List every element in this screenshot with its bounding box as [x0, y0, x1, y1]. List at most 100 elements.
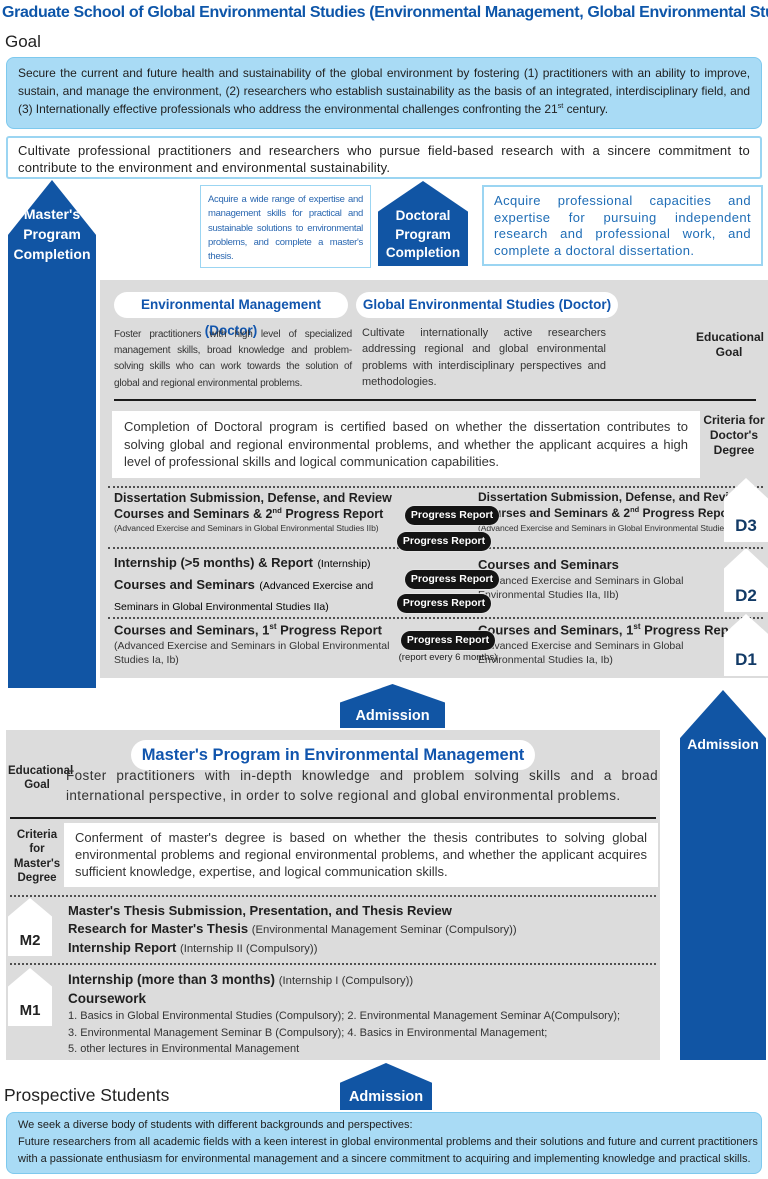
d3-left-subtitle: Courses and Seminars & 2nd Progress Repo… [114, 506, 392, 522]
report-frequency-note: (report every 6 months) [398, 652, 498, 663]
masters-divider-line [10, 817, 656, 819]
d2-level-label: D2 [735, 586, 757, 605]
masters-program-completion-arrow: Master's Program Completion [8, 180, 96, 688]
prospective-line3: with a passionate enthusiasm for environ… [18, 1153, 751, 1166]
d1-left-title-sup: st [269, 622, 277, 631]
d1-left-title: Courses and Seminars, 1st Progress Repor… [114, 622, 398, 639]
m1-line1: Internship (more than 3 months) (Interns… [68, 970, 656, 989]
goal-heading: Goal [5, 32, 41, 51]
prospective-students-box: We seek a diverse body of students with … [6, 1112, 762, 1174]
environmental-management-doctor-pill: Environmental Management (Doctor) [114, 292, 348, 338]
d3-left-subtitle-pre: Courses and Seminars & 2 [114, 507, 273, 522]
progress-report-badge: Progress Report [405, 570, 499, 589]
d1-right-title-pre: Courses and Seminars, 1 [478, 622, 634, 638]
prospective-line2: Future researchers from all academic fie… [18, 1136, 758, 1149]
masters-educational-goal-label: Educational Goal [8, 765, 74, 792]
d3-left-course-note: (Advanced Exercise and Seminars in Globa… [114, 523, 379, 534]
prospective-students-heading: Prospective Students [4, 1085, 170, 1105]
d2-left-line1: Internship (>5 months) & Report (Interns… [114, 553, 398, 574]
progress-report-badge: Progress Report [401, 631, 495, 650]
d2-left-item: Internship (>5 months) & Report (Interns… [114, 553, 398, 616]
masters-criteria-box: Conferment of master's degree is based o… [64, 823, 658, 887]
m1-course-line1: 1. Basics in Global Environmental Studie… [68, 1010, 621, 1023]
d3-left-item: Dissertation Submission, Defense, and Re… [114, 490, 392, 533]
progress-report-badge: Progress Report [397, 532, 491, 551]
prospective-line1: We seek a diverse body of students with … [18, 1119, 413, 1131]
doctor-degree-criteria-label: Criteria for Doctor's Degree [703, 413, 765, 457]
masters-program-panel: Master's Program in Environmental Manage… [6, 730, 660, 1060]
d2-left-line2-bold: Courses and Seminars [114, 576, 255, 592]
d1-right-title-sup: st [633, 622, 641, 631]
goal-statement-end: century. [563, 102, 608, 117]
m2-line2-note: (Environmental Management Seminar (Compu… [251, 924, 517, 937]
masters-separator-2 [10, 963, 656, 965]
masters-separator-1 [10, 895, 656, 897]
ges-doctor-goal-text: Cultivate internationally active researc… [362, 327, 606, 388]
doctoral-divider-line [114, 399, 756, 401]
doctoral-program-completion-arrow: Doctoral Program Completion [378, 181, 468, 266]
doctoral-program-panel: Environmental Management (Doctor) Global… [100, 280, 768, 678]
goal-statement-box: Secure the current and future health and… [6, 57, 762, 129]
m2-line2: Research for Master's Thesis (Environmen… [68, 920, 656, 938]
em-doctor-goal-text: Foster practitioners with high level of … [114, 329, 352, 389]
doctoral-separator-3 [108, 617, 763, 619]
d1-left-course-note: (Advanced Exercise and Seminars in Globa… [114, 639, 390, 667]
d3-right-course-note: (Advanced Exercise and Seminars in Globa… [478, 522, 756, 533]
m2-line3: Internship Report (Internship II (Compul… [68, 939, 656, 957]
d3-right-subtitle-post: Progress Report [639, 506, 737, 521]
admission-arrow-doctoral: Admission [340, 684, 445, 728]
d3-right-subtitle-pre: Courses and Seminars & 2 [478, 506, 631, 521]
m1-line1-note: (Internship I (Compulsory)) [278, 975, 414, 987]
m1-course-line2: 3. Environmental Management Seminar B (C… [68, 1026, 548, 1039]
m1-line1-bold: Internship (more than 3 months) [68, 972, 276, 987]
d3-left-subtitle-post: Progress Report [281, 507, 384, 522]
goal-superscript: st [557, 101, 564, 111]
doctoral-separator-1 [108, 486, 763, 488]
d3-left-title: Dissertation Submission, Defense, and Re… [114, 491, 392, 505]
d2-left-line1-bold: Internship (>5 months) & Report [114, 555, 313, 570]
d2-left-line1-note: (Internship) [317, 558, 371, 570]
m1-line2: Coursework [68, 991, 147, 1007]
d2-right-item: Courses and Seminars (Advanced Exercise … [478, 557, 728, 602]
d3-right-subtitle: Courses and Seminars & 2nd Progress Repo… [478, 505, 750, 521]
d2-right-course-note: (Advanced Exercise and Seminars in Globa… [478, 574, 684, 601]
m1-level-label: M1 [19, 1002, 41, 1019]
d2-left-line2-note: (Advanced Exercise and Seminars in Globa… [114, 579, 374, 613]
d3-right-subtitle-sup: nd [630, 505, 640, 515]
d1-level-label: D1 [735, 650, 757, 669]
masters-completion-description: Acquire a wide range of expertise and ma… [200, 185, 371, 268]
m2-line2-bold: Research for Master's Thesis [68, 921, 249, 937]
d1-left-title-post: Progress Report [276, 622, 382, 638]
m1-item: Internship (more than 3 months) (Interns… [68, 970, 656, 1058]
m2-level-label: M2 [19, 932, 41, 949]
cultivate-statement-box: Cultivate professional practitioners and… [6, 136, 762, 179]
m2-line3-note: (Internship II (Compulsory)) [179, 942, 318, 955]
d1-left-title-pre: Courses and Seminars, 1 [114, 622, 270, 638]
d2-left-line2: Courses and Seminars (Advanced Exercise … [114, 574, 398, 616]
doctor-degree-criteria-box: Completion of Doctoral program is certif… [112, 411, 700, 478]
masters-program-pill: Master's Program in Environmental Manage… [131, 740, 535, 770]
admission-arrow-right: Admission [680, 690, 766, 1060]
d3-left-subtitle-sup: nd [272, 506, 282, 515]
d2-right-title: Courses and Seminars [478, 557, 619, 572]
d1-left-item: Courses and Seminars, 1st Progress Repor… [114, 622, 398, 667]
d1-right-title: Courses and Seminars, 1st Progress Repor… [478, 622, 746, 639]
d1-right-course-note: (Advanced Exercise and Seminars in Globa… [478, 639, 684, 667]
m2-level-arrow: M2 [8, 898, 52, 956]
admission-arrow-right-label: Admission [687, 736, 759, 752]
global-environmental-studies-doctor-pill: Global Environmental Studies (Doctor) [356, 292, 618, 318]
m2-item: Master's Thesis Submission, Presentation… [68, 902, 656, 957]
d3-right-item: Dissertation Submission, Defense, and Re… [478, 490, 756, 534]
d1-right-title-post: Progress Report [640, 622, 746, 638]
doctoral-educational-goal-label: Educational Goal [696, 330, 765, 359]
page-title: Graduate School of Global Environmental … [2, 4, 768, 21]
m2-line3-bold: Internship Report [68, 939, 177, 955]
m1-level-arrow: M1 [8, 968, 52, 1026]
progress-report-badge: Progress Report [397, 594, 491, 613]
d3-level-label: D3 [735, 516, 757, 535]
admission-arrow-masters: Admission [340, 1063, 432, 1110]
goal-statement-text: Secure the current and future health and… [18, 66, 750, 117]
progress-report-badge: Progress Report [405, 506, 499, 525]
d3-right-title: Dissertation Submission, Defense, and Re… [478, 490, 745, 504]
